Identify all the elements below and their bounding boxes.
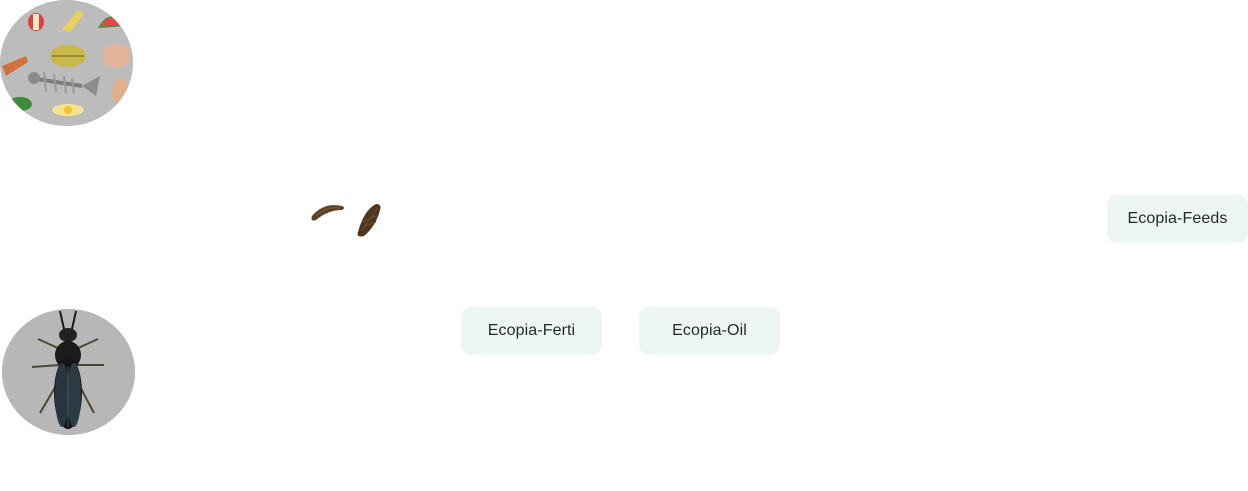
food-waste-illustration <box>0 0 133 126</box>
ecopia-feeds-label: Ecopia-Feeds <box>1127 210 1228 227</box>
food-waste-image <box>0 0 133 126</box>
fly-illustration <box>2 309 135 435</box>
ecopia-ferti-label: Ecopia-Ferti <box>487 322 576 339</box>
larvae-image <box>306 196 386 240</box>
ecopia-oil-label: Ecopia-Oil <box>672 322 747 339</box>
ecopia-feeds-button[interactable]: Ecopia-Feeds <box>1107 195 1248 243</box>
black-soldier-fly-image <box>2 309 135 435</box>
ecopia-oil-button[interactable]: Ecopia-Oil <box>639 307 780 355</box>
ecopia-ferti-button[interactable]: Ecopia-Ferti <box>461 307 602 355</box>
larvae-illustration <box>311 204 381 237</box>
